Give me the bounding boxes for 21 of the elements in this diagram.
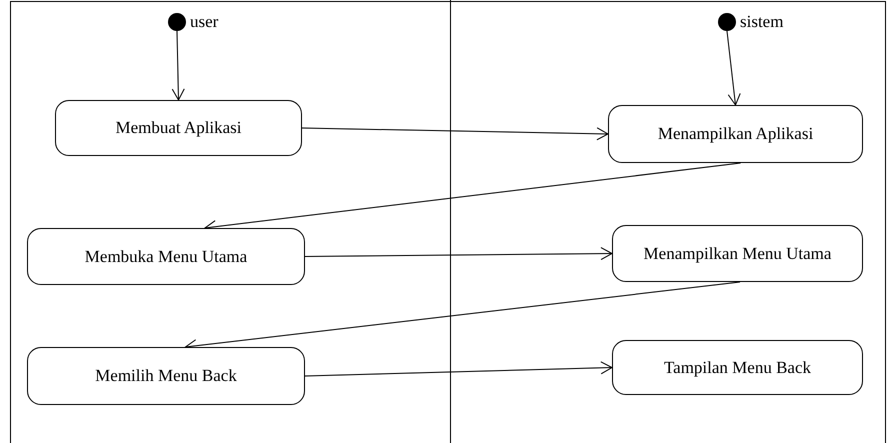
action-label: Memilih Menu Back	[95, 365, 237, 388]
action-box	[55, 100, 302, 156]
action-label: Membuka Menu Utama	[84, 246, 248, 268]
action-label: Menampilkan Aplikasi	[658, 123, 814, 146]
action-label: Tampilan Menu Back	[664, 356, 812, 379]
arrow	[726, 30, 741, 106]
initial-node	[718, 13, 736, 31]
action-label: Menampilkan Menu Utama	[644, 242, 832, 265]
arrow	[304, 247, 612, 260]
action-box	[612, 340, 863, 395]
action-box	[608, 105, 863, 163]
lane-label: user	[190, 11, 218, 33]
action-box	[27, 228, 305, 285]
action-box	[612, 225, 863, 282]
arrow	[302, 127, 608, 140]
initial-node	[168, 13, 186, 31]
lane-label: sistem	[740, 11, 784, 33]
arrow	[172, 30, 185, 100]
arrow	[304, 361, 612, 376]
action-label: Membuat Aplikasi	[115, 117, 242, 140]
action-box	[27, 347, 305, 405]
